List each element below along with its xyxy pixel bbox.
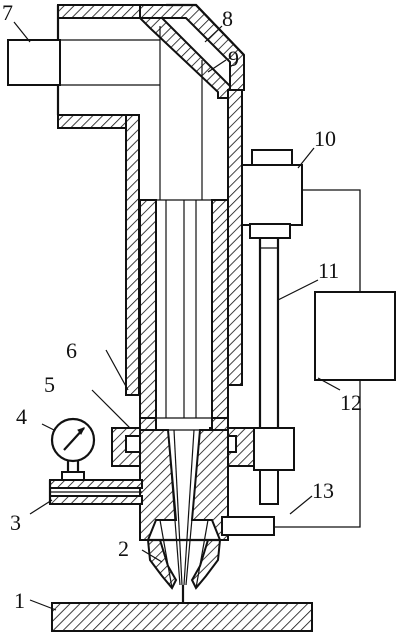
sensor xyxy=(221,516,275,536)
feed-pipe xyxy=(48,479,143,505)
wiring xyxy=(274,189,361,528)
label-9: 9 xyxy=(228,46,239,71)
label-10: 10 xyxy=(314,126,336,151)
leader-lines xyxy=(13,21,341,611)
label-11: 11 xyxy=(318,258,339,283)
gas-inlet xyxy=(7,39,160,86)
label-1: 1 xyxy=(14,588,25,613)
label-3: 3 xyxy=(10,510,21,535)
nozzle-body xyxy=(139,429,229,586)
workpiece xyxy=(51,602,313,632)
label-7: 7 xyxy=(2,0,13,25)
label-12: 12 xyxy=(340,390,362,415)
actuator xyxy=(241,149,303,505)
label-8: 8 xyxy=(222,6,233,31)
controller xyxy=(314,291,396,381)
label-5: 5 xyxy=(44,372,55,397)
label-13: 13 xyxy=(312,478,334,503)
label-6: 6 xyxy=(66,338,77,363)
mounting-flange xyxy=(111,417,255,467)
label-4: 4 xyxy=(16,404,27,429)
barrel-tube xyxy=(139,199,229,419)
part-labels: 7 8 9 10 11 12 6 5 4 3 2 13 1 xyxy=(2,0,362,613)
nozzle-tip xyxy=(146,519,222,603)
pressure-gauge xyxy=(50,417,96,481)
label-2: 2 xyxy=(118,536,129,561)
